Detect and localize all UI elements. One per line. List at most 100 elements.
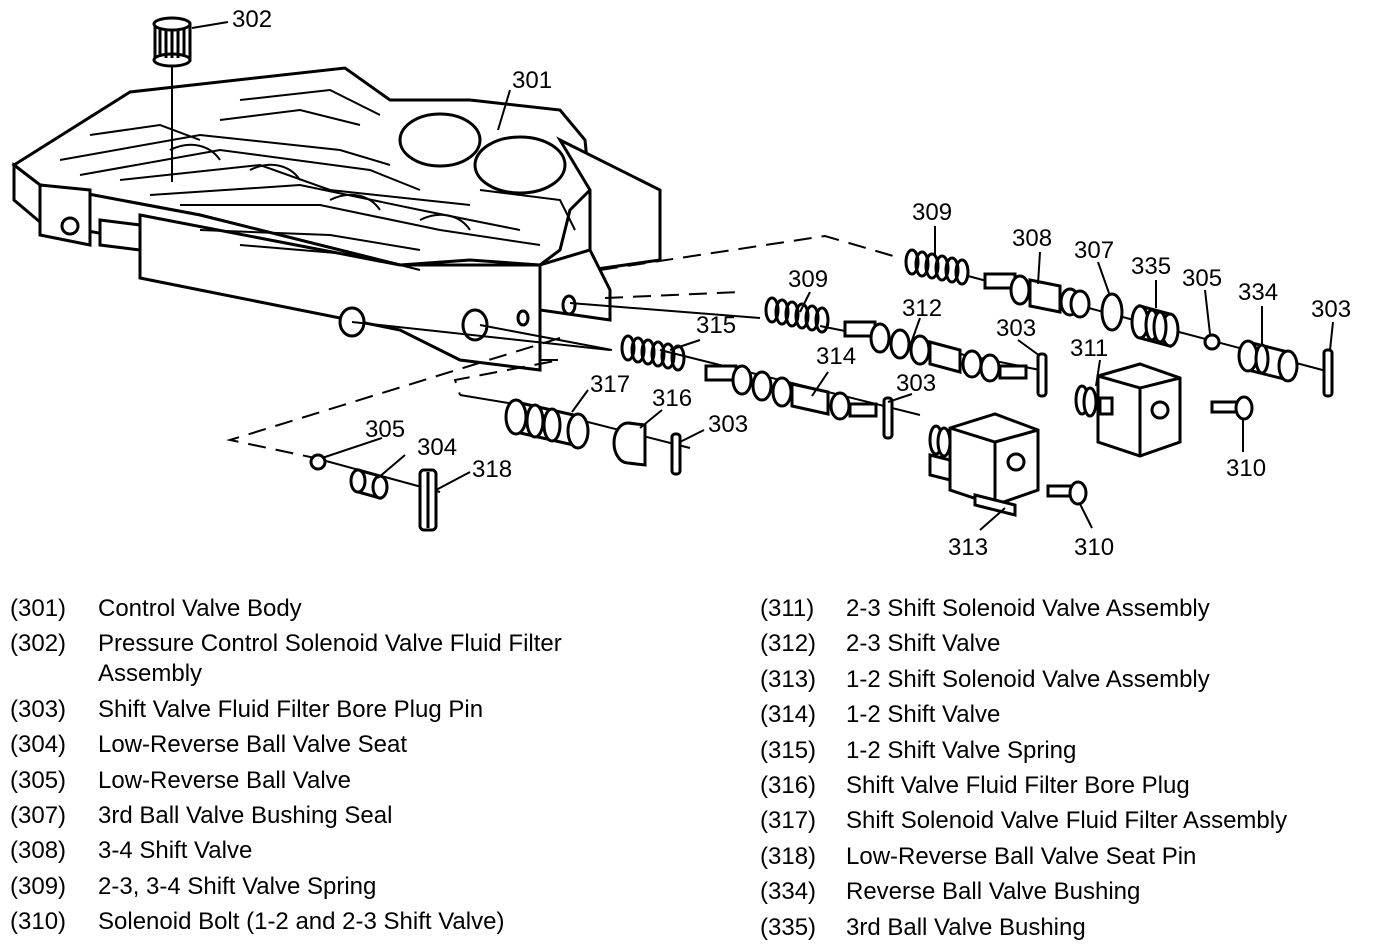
leader-301 [497,89,511,131]
pin-303-left [670,432,682,476]
seat-304 [349,468,389,500]
legend-number: (317) [760,807,817,835]
leader-302 [191,21,229,29]
callout-303-far-right: 303 [1311,296,1351,323]
legend-description: Control Valve Body [98,595,302,622]
legend-description: Solenoid Bolt (1-2 and 2-3 Shift Valve) [98,908,505,936]
valve-body-passages [59,88,576,271]
legend-number: (308) [10,837,67,865]
legend-number: (301) [10,595,67,622]
legend-item: (335) 3rd Ball Valve Bushing [760,913,1390,943]
legend-description: Low-Reverse Ball Valve Seat Pin [846,842,1197,870]
callout-314: 314 [816,343,856,370]
legend-item: (309) 2-3, 3-4 Shift Valve Spring [10,872,730,902]
legend-description: 2-3 Shift Valve [846,630,1001,658]
filter-317 [504,398,590,450]
bushing-334 [1237,339,1299,383]
callout-315: 315 [696,312,736,339]
pin-303-far-right [1322,348,1334,398]
callout-303-mid: 303 [996,315,1036,342]
spring-309-lower [764,296,830,334]
pin-303-mid [1036,352,1048,398]
callout-312: 312 [902,295,942,322]
callout-305-right: 305 [1182,265,1222,292]
spring-315 [620,334,686,372]
legend-description: 1-2 Shift Solenoid Valve Assembly [846,665,1210,693]
callout-310-lower: 310 [1074,534,1114,561]
callout-308: 308 [1012,225,1052,252]
legend-number: (304) [10,731,67,759]
ball-305-left [309,453,327,471]
callout-309-upper: 309 [912,199,952,226]
legend-description: Shift Solenoid Valve Fluid Filter Assemb… [846,807,1288,835]
legend-number: (314) [760,701,817,729]
seal-307 [1100,292,1124,332]
callout-304: 304 [417,434,457,461]
legend-description: Shift Valve Fluid Filter Bore Plug [846,771,1190,799]
control-valve-body [11,66,662,372]
legend-description: Low-Reverse Ball Valve [98,766,351,794]
legend-item: (318)Low-Reverse Ball Valve Seat Pin [760,842,1390,872]
legend-number: (334) [760,878,817,906]
leader-lines [321,226,1334,531]
legend-item: (301) Control Valve Body [10,594,730,624]
legend-item: (303) Shift Valve Fluid Filter Bore Plug … [10,695,730,725]
solenoid-311 [1074,362,1182,458]
bushing-335 [1130,304,1180,348]
bolt-310-lower [1046,480,1088,506]
valve-314 [704,364,878,421]
callout-318: 318 [472,456,512,483]
legend-number: (305) [10,766,67,794]
plug-316 [612,421,647,467]
legend-item: (302) Pressure Control Solenoid Valve Flu… [10,629,730,689]
legend-item: (316) Shift Valve Fluid Filter Bore Plug [760,771,1390,801]
legend-number: (302) [10,630,67,658]
exploded-valve-body-diagram: 302 301 309 308 307 335 305 334 303 309 … [11,6,1351,561]
callout-302: 302 [232,6,272,33]
callout-313: 313 [948,534,988,561]
legend-description: Pressure Control Solenoid Valve Fluid Fi… [98,630,562,688]
legend-number: (335) [760,913,817,941]
legend-number: (311) [760,595,815,622]
fluid-filter-302 [152,16,192,68]
legend-item: (308) 3-4 Shift Valve [10,836,730,866]
legend-number: (307) [10,801,67,829]
legend-item: (312)2-3 Shift Valve [760,629,1390,659]
callout-303-lower: 303 [896,370,936,397]
legend-description: 2-3, 3-4 Shift Valve Spring [98,872,377,900]
callout-303-left: 303 [708,411,748,438]
legend-description: 3-4 Shift Valve [98,837,253,865]
legend-number: (303) [10,695,67,723]
callout-305-left: 305 [365,416,405,443]
legend-number: (315) [760,736,817,764]
legend-item: (315) 1-2 Shift Valve Spring [760,736,1390,766]
legend-description: 1-2 Shift Valve [846,701,1001,729]
callout-307: 307 [1074,237,1114,264]
legend-number: (309) [10,872,67,900]
legend-description: Reverse Ball Valve Bushing [846,878,1141,906]
valve-308 [983,272,1091,319]
legend-description: 3rd Ball Valve Bushing [846,913,1086,941]
legend-item: (304) Low-Reverse Ball Valve Seat [10,730,730,760]
callout-310-upper: 310 [1226,455,1266,482]
callout-301: 301 [512,67,552,94]
legend-item: (307) 3rd Ball Valve Bushing Seal [10,801,730,831]
legend-item: (334) Reverse Ball Valve Bushing [760,877,1390,907]
legend-item: (317) Shift Solenoid Valve Fluid Filter A… [760,806,1390,836]
legend-description: Shift Valve Fluid Filter Bore Plug Pin [98,695,484,723]
legend-description: 3rd Ball Valve Bushing Seal [98,801,393,829]
legend-description: Low-Reverse Ball Valve Seat [98,731,408,759]
legend-description: 2-3 Shift Solenoid Valve Assembly [846,595,1210,622]
callout-317: 317 [590,371,630,398]
legend-number: (316) [760,771,817,799]
legend-item: (305) Low-Reverse Ball Valve [10,766,730,796]
legend-item: (314) 1-2 Shift Valve [760,700,1390,730]
bolt-310-upper [1210,395,1254,421]
legend-item: (313)1-2 Shift Solenoid Valve Assembly [760,665,1390,695]
callout-309-lower: 309 [788,266,828,293]
pin-318 [418,468,438,532]
callout-335: 335 [1131,253,1171,280]
legend-number: (310) [10,908,67,936]
legend-right-column: (311) 2-3 Shift Solenoid Valve Assembly (… [760,594,1390,948]
legend-description: 1-2 Shift Valve Spring [846,736,1077,764]
